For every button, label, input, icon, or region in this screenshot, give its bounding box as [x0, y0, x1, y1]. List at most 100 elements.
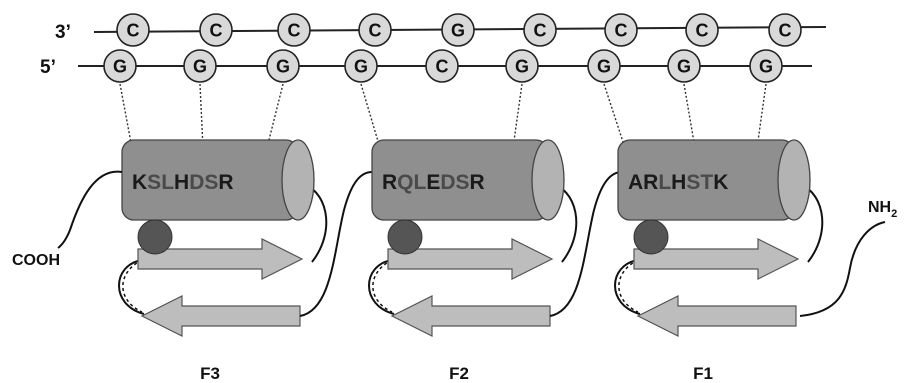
- base-letter: C: [534, 21, 547, 41]
- bottom-base: G: [344, 49, 378, 83]
- helix-residue: K: [713, 171, 728, 194]
- base-letter: G: [354, 57, 368, 77]
- beta-strand-upper-arrow: [387, 238, 554, 280]
- termini: COOH NH2: [12, 170, 897, 317]
- bottom-base: G: [103, 49, 137, 83]
- top-base: C: [523, 13, 557, 47]
- helix-cylinder-cap: [531, 139, 565, 221]
- n-terminus-text: NH: [868, 199, 891, 216]
- base-circle: [277, 13, 311, 47]
- bottom-base: G: [749, 49, 783, 83]
- helix-residue: S: [147, 171, 161, 194]
- helix-residue: R: [382, 171, 397, 194]
- base-letter: G: [276, 57, 290, 77]
- top-base: C: [768, 13, 802, 47]
- c-terminus-tail: [57, 170, 123, 249]
- c-terminus-label: COOH: [12, 252, 60, 269]
- base-letter: G: [113, 57, 127, 77]
- contact-line: [683, 83, 696, 149]
- helix-sequence: KSLHDSR: [132, 171, 234, 194]
- bottom-base: G: [667, 49, 701, 83]
- contact-line: [756, 83, 767, 149]
- zinc-ion-bead: [137, 219, 173, 255]
- base-letter: C: [127, 21, 140, 41]
- top-base: G: [441, 13, 475, 47]
- bottom-base: C: [425, 49, 459, 83]
- helix-cylinder-cap: [281, 139, 315, 221]
- beta-strand-lower-arrow: [390, 295, 551, 337]
- base-letter: C: [436, 57, 449, 77]
- n-terminus-tail: [799, 221, 886, 317]
- base-letter: G: [597, 57, 611, 77]
- base-letter: G: [193, 57, 207, 77]
- base-circle: [441, 13, 475, 47]
- base-circle: [505, 49, 539, 83]
- sheet-loop: [368, 259, 395, 315]
- base-circle: [183, 49, 217, 83]
- bottom-strand-label: 5’: [40, 57, 56, 78]
- top-base: C: [685, 13, 719, 47]
- n-terminus-subscript: 2: [891, 208, 897, 220]
- helix-residue: A: [628, 171, 643, 194]
- inter-finger-linker: [549, 171, 623, 317]
- base-contacts: [119, 83, 767, 149]
- zinc-finger-f3: KSLHDSR F3: [118, 139, 373, 383]
- helix-residue: H: [174, 171, 189, 194]
- base-circle: [266, 49, 300, 83]
- base-circle: [425, 49, 459, 83]
- inter-finger-linker: [299, 171, 373, 317]
- base-circle: [604, 13, 638, 47]
- finger-label: F3: [200, 364, 220, 383]
- sheet-loop-dashed: [122, 259, 143, 313]
- base-letter: C: [615, 21, 628, 41]
- contact-line: [266, 83, 284, 149]
- helix-residue: K: [132, 171, 147, 194]
- sheet-loop-dashed: [372, 259, 393, 313]
- base-circle: [358, 13, 392, 47]
- helix-residue: L: [658, 171, 671, 194]
- helix-residue: R: [218, 171, 233, 194]
- top-strand-label: 3’: [55, 22, 71, 43]
- base-circle: [587, 49, 621, 83]
- base-circle: [685, 13, 719, 47]
- base-letter: C: [779, 21, 792, 41]
- contact-line: [199, 83, 204, 149]
- base-circle: [199, 13, 233, 47]
- helix-cylinder-cap: [777, 139, 811, 221]
- base-circle: [103, 49, 137, 83]
- base-letter: C: [210, 21, 223, 41]
- helix-residue: S: [686, 171, 700, 194]
- contact-line: [360, 83, 381, 149]
- base-circle: [523, 13, 557, 47]
- helix-residue: D: [189, 171, 204, 194]
- top-base: C: [116, 13, 150, 47]
- base-letter: C: [288, 21, 301, 41]
- helix-residue: E: [426, 171, 440, 194]
- finger-label: F2: [449, 364, 469, 383]
- sheet-loop-dashed: [618, 259, 639, 313]
- helix-residue: R: [643, 171, 658, 194]
- base-circle: [116, 13, 150, 47]
- zinc-finger-f1: ARLHSTK F1: [614, 139, 824, 383]
- bottom-base: G: [587, 49, 621, 83]
- helix-residue: S: [204, 171, 218, 194]
- contact-line: [512, 83, 523, 149]
- top-base: C: [358, 13, 392, 47]
- sheet-loop: [118, 259, 145, 315]
- beta-strand-upper-arrow: [137, 238, 304, 280]
- top-base: C: [604, 13, 638, 47]
- contact-line: [603, 83, 626, 149]
- bottom-base: G: [183, 49, 217, 83]
- sheet-loop: [614, 259, 641, 315]
- finger-label: F1: [693, 364, 713, 383]
- bottom-base: G: [266, 49, 300, 83]
- base-letter: G: [677, 57, 691, 77]
- beta-strand-lower-arrow: [636, 295, 797, 337]
- bottom-base: G: [505, 49, 539, 83]
- helix-sequence: ARLHSTK: [628, 171, 728, 194]
- zinc-ion-bead: [633, 219, 669, 255]
